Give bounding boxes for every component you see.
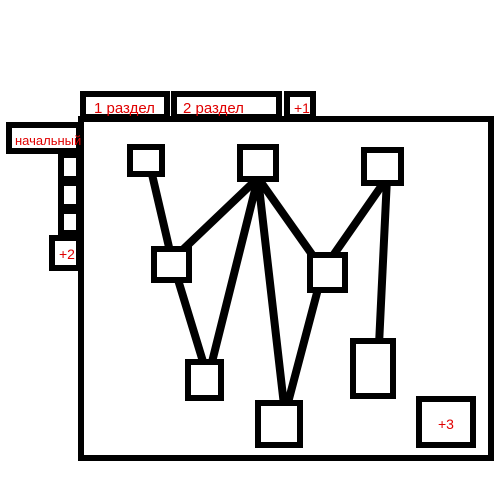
main-canvas[interactable] [78,116,494,461]
add-tab-label: +1 [294,100,310,116]
graph-node-n6[interactable] [185,359,224,401]
canvas-add-button[interactable]: +3 [416,396,476,448]
sidebar-item-2[interactable] [58,180,82,210]
graph-edge-n1-n4 [146,165,177,265]
graph-node-n3[interactable] [361,147,404,186]
sidebar-item-1[interactable] [58,152,82,182]
graph-node-n2[interactable] [237,144,279,182]
graph-edge-n6-n2 [203,173,263,383]
graph-node-n1[interactable] [127,144,165,177]
graph-edge-n2-n8 [253,173,290,419]
canvas-add-label: +3 [438,416,454,432]
tab-section-1-label: 1 раздел [94,100,155,117]
sidebar-item-3[interactable] [58,208,82,236]
graph-edge-n5-n8 [280,265,328,419]
sidebar-item-initial[interactable]: начальный [6,122,82,154]
graph-node-n7[interactable] [350,338,396,399]
sidebar-add-label: +2 [59,246,75,262]
tab-section-2-label: 2 раздел [183,100,244,117]
graph-node-n4[interactable] [151,246,192,283]
graph-node-n5[interactable] [307,252,348,293]
graph-node-n8[interactable] [255,400,303,448]
graph-edge-n3-n7 [374,173,392,350]
sidebar-item-initial-label: начальный [15,133,82,148]
sidebar-add-button[interactable]: +2 [49,235,82,271]
add-tab-button[interactable]: +1 [284,91,316,120]
graph-nodes [127,144,404,448]
